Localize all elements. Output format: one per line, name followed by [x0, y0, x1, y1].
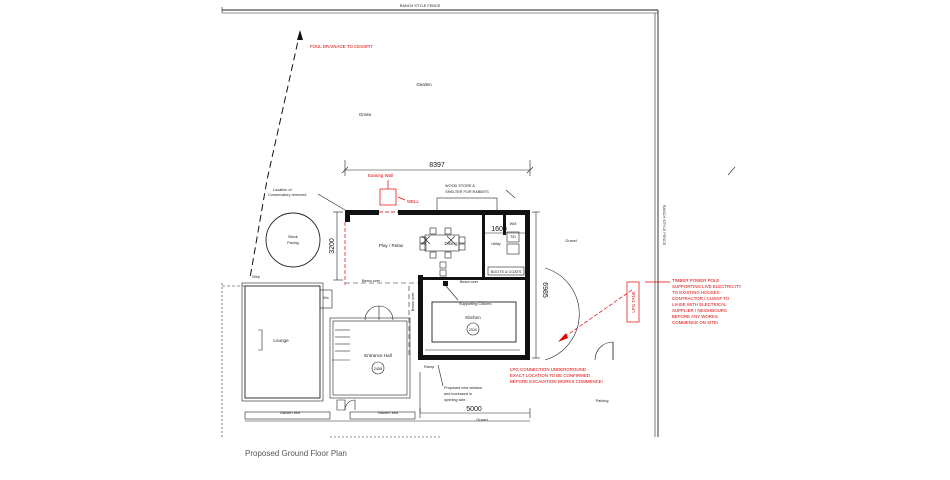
lounge-label: Lounge [273, 338, 289, 343]
wood-store-label-2: SHELTER FOR RABBITS [445, 190, 489, 194]
existing-house-walls [241, 282, 411, 411]
power-pole-label-8: COMMENCE ON SITE! [672, 320, 718, 325]
supporting-column-label: Supporting Column [459, 302, 492, 306]
step-label: Step [252, 275, 260, 279]
garden-bed-label-1: Garden bed [280, 411, 300, 415]
garden-bed-right [349, 411, 416, 420]
existing-wall-label: Existing Wall [368, 173, 393, 178]
dimension-left [333, 211, 343, 281]
site-boundary [221, 7, 736, 437]
beam-over-label-2: Beam over [460, 280, 479, 284]
dining-table [419, 227, 466, 277]
foul-drainage-line [249, 30, 303, 279]
wood-store-label-1: WOOD STORE & [445, 184, 475, 188]
entrance-hall-label: Entrance Hall [364, 353, 392, 358]
conservatory-label-1: Location of [273, 188, 293, 192]
lpg-label-2: EXACT LOCATION TO BE CONFIRMED [510, 373, 590, 378]
grass-label: Grass [359, 112, 372, 117]
dimension-depth-right: 6985 [541, 282, 548, 298]
td-label: T/D [510, 235, 516, 239]
power-pole-label-6: SUPPLIER / NEIGHBOURS [672, 308, 727, 313]
kitchen-level-marker [466, 322, 480, 336]
lpg-pipe-line [559, 289, 633, 341]
beam-over-vertical-label: Beam over [411, 292, 415, 311]
dimension-utility: 1600 [491, 226, 507, 233]
parking-label: Parking [596, 399, 609, 403]
power-pole-label-2: SUPPORTING LIVE ELECTRICITY [672, 284, 742, 289]
conservatory-label-2: Conservatory removed [268, 193, 306, 197]
block-paving-circle [265, 212, 321, 268]
utility-label: Utility [491, 242, 500, 246]
gravel-bottom-label: Gravel [476, 418, 487, 422]
power-pole-label-5: LIAISE WITH ELECTRICAL [672, 302, 727, 307]
extension-walls [345, 210, 530, 360]
dimension-right [532, 211, 540, 359]
beam-over-label-1: Beam over [362, 279, 381, 283]
lpg-label-3: BEFORE EXCAVATION WORKS COMMENCE! [510, 379, 603, 384]
gravel-right-label: Gravel [565, 239, 576, 243]
kitchen-island [431, 301, 517, 343]
lpg-tank [626, 281, 640, 323]
fence-right-label: RANCH STYLE FENCE [662, 205, 666, 246]
power-pole-label-1: TIMBER POWER POLE [672, 278, 719, 283]
garden-bed-label-2: Garden bed [378, 411, 398, 415]
dining-label: Dining [444, 241, 457, 246]
hall-level-marker [371, 361, 385, 375]
garden-label: Garden [416, 82, 432, 87]
block-paving-label-2: Paving [287, 241, 299, 245]
lpg-label-1: LPG CONNECTION UNDERGROUND - [510, 367, 589, 372]
block-paving-label-1: Block [288, 235, 297, 239]
wm-label: WM [510, 222, 517, 226]
dimension-height-left: 3200 [329, 238, 336, 254]
existing-wall-marker [379, 188, 397, 206]
wood-store [436, 197, 498, 213]
kitchen-level: 2510 [469, 328, 477, 332]
new-window-label-1: Proposed new window [444, 386, 482, 390]
garden-bed-left [244, 411, 331, 420]
power-pole-label-7: BEFORE ANY WORKS [672, 314, 718, 319]
ramp-label: Ramp [424, 365, 434, 369]
boots-coats-label: BOOTS & COATS [491, 270, 522, 274]
power-pole-label-4: CONTRACTOR / CLIENT TO [672, 296, 730, 301]
foul-drainage-label: FOUL DRAINAGE TO CESSPIT [310, 44, 373, 49]
dimension-top [341, 160, 534, 176]
wc-label: Wc [323, 296, 329, 300]
kitchen-label: Kitchen [465, 315, 481, 320]
dimension-width-bottom: 5000 [466, 406, 482, 413]
drawing-title: Proposed Ground Floor Plan [245, 449, 347, 458]
new-window-label-3: opening size. [444, 398, 466, 402]
dimension-width-top: 8397 [429, 162, 445, 169]
fence-top-label: RANCH STYLE FENCE [400, 4, 441, 8]
lpg-tank-label: LPG TANK [631, 291, 636, 312]
play-relax-label: Play / Relax [379, 243, 404, 248]
hall-level: 2458 [374, 367, 382, 371]
power-pole-label-3: TO EXISTING HOUSES - [672, 290, 723, 295]
well-label: WELL [407, 199, 420, 204]
new-window-label-2: and increased in [444, 392, 472, 396]
